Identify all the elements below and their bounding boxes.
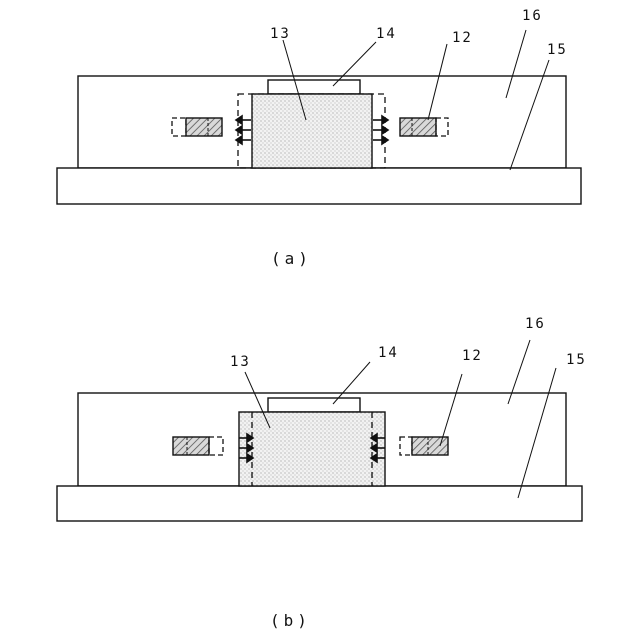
label-13-a: 13: [270, 26, 291, 42]
label-15-a: 15: [547, 42, 568, 58]
core-13-a: [252, 94, 372, 168]
label-12-a: 12: [452, 30, 473, 46]
arrows-right-outward-a: [373, 116, 388, 144]
label-13-b: 13: [230, 354, 251, 370]
actuator-right-b: [412, 437, 448, 455]
figure-b: 13 14 12 16 15 (b): [57, 316, 587, 630]
arrows-left-outward-a: [236, 116, 251, 144]
label-16-a: 16: [522, 8, 543, 24]
cap-14-b: [268, 398, 360, 412]
actuator-right-a: [400, 118, 436, 136]
label-15-b: 15: [566, 352, 587, 368]
core-13-b: [239, 412, 385, 486]
figure-a: 13 14 12 16 15 (a): [57, 8, 581, 268]
arrows-left-inward-b: [239, 434, 253, 462]
label-14-b: 14: [378, 345, 399, 361]
label-14-a: 14: [376, 26, 397, 42]
caption-b: (b): [270, 611, 311, 630]
caption-a: (a): [271, 249, 312, 268]
actuator-left-a: [186, 118, 222, 136]
actuator-left-b: [173, 437, 209, 455]
base-plate-15-a: [57, 168, 581, 204]
label-16-b: 16: [525, 316, 546, 332]
arrows-right-inward-b: [371, 434, 385, 462]
label-12-b: 12: [462, 348, 483, 364]
base-plate-15-b: [57, 486, 582, 521]
cap-14-a: [268, 80, 360, 94]
